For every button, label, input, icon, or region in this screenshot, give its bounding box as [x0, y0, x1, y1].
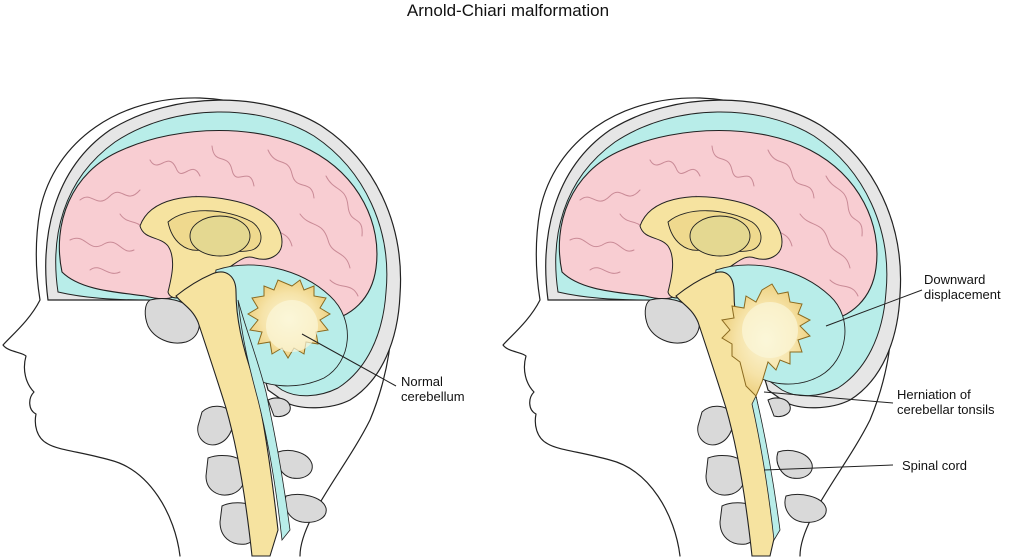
csf-spinal-canal: [237, 299, 291, 542]
label-herniation-1: Herniation of: [897, 387, 971, 402]
label-herniation-2: cerebellar tonsils: [897, 402, 995, 417]
brainstem-spinal-cord: [175, 271, 279, 557]
panel-normal: Normal cerebellum: [2, 97, 465, 557]
label-downward-displacement-1: Downward: [924, 272, 985, 287]
label-spinal-cord: Spinal cord: [902, 458, 967, 473]
diagram-title: Arnold-Chiari malformation: [407, 1, 609, 20]
panel-chiari: Downward displacement Herniation of cere…: [502, 97, 1001, 557]
leader-spinal-cord: [763, 464, 894, 471]
csf-spinal-canal-chiari: [751, 394, 781, 542]
label-normal-cerebellum-1: Normal: [401, 374, 443, 389]
leader-normal-cerebellum: [301, 333, 397, 387]
label-normal-cerebellum-2: cerebellum: [401, 389, 465, 404]
herniated-cerebellum: [721, 283, 812, 397]
label-downward-displacement-2: displacement: [924, 287, 1001, 302]
leader-downward-displacement: [825, 289, 923, 327]
leader-herniation: [763, 391, 894, 404]
